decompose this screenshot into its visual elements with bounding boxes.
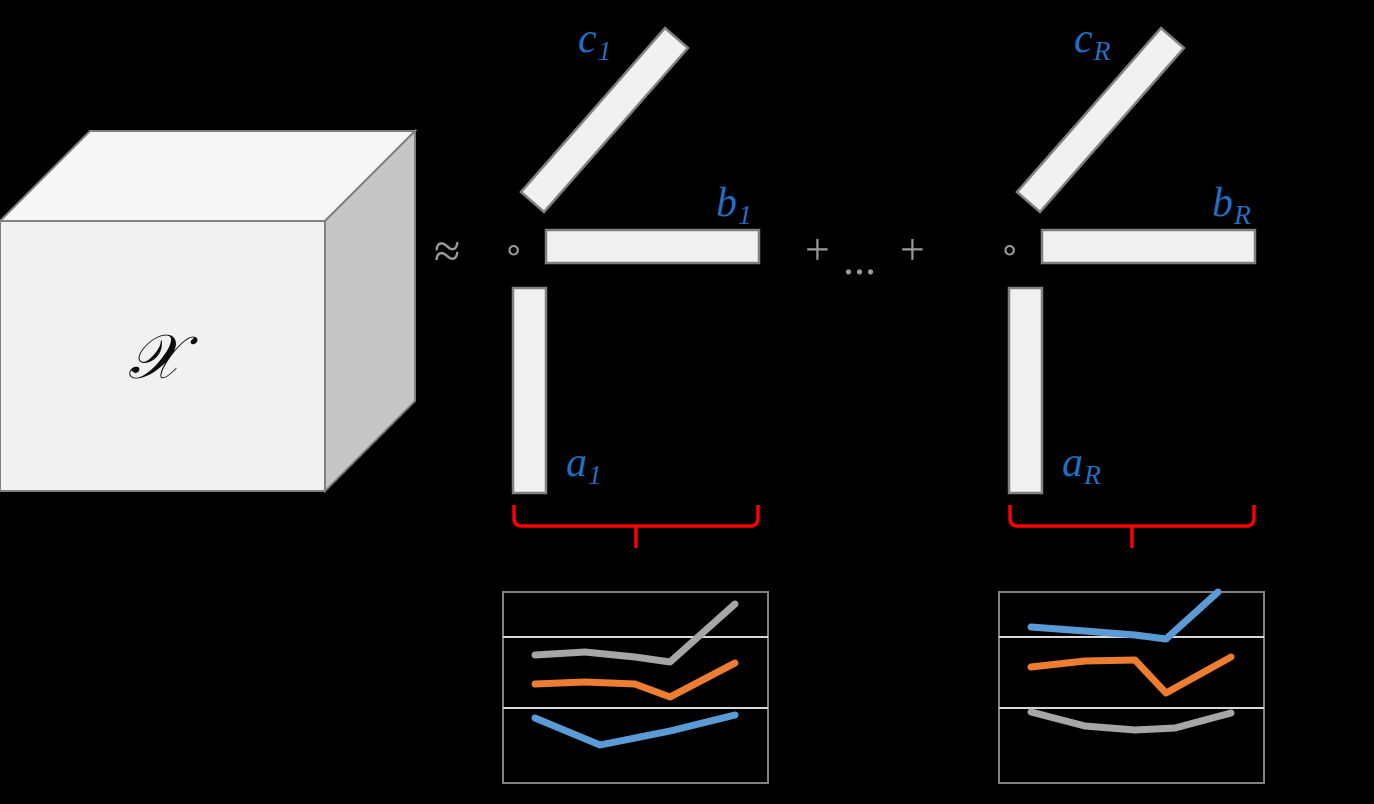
label-vector-b-1: b1 (716, 182, 752, 228)
chart-R-series-gray (1027, 708, 1235, 734)
vector-a-1-bar (511, 286, 548, 495)
vector-c-1-bar (519, 26, 690, 214)
approx-symbol: ≈ (434, 225, 461, 278)
vector-a-R-bar (1007, 286, 1044, 495)
label-c-R-base: c (1074, 16, 1093, 62)
label-vector-a-1: a1 (566, 442, 602, 488)
label-vector-a-R: aR (1062, 442, 1101, 488)
outer-product-symbol-1: ∘ (503, 232, 525, 269)
label-vector-b-R: bR (1212, 182, 1251, 228)
plus-symbol-left: + (805, 225, 830, 274)
chart-term-R (998, 588, 1265, 784)
brace-term-1 (512, 505, 760, 548)
vector-b-R-bar (1040, 228, 1257, 265)
tensor-cube (0, 128, 418, 494)
cube-front-face (0, 220, 326, 492)
label-vector-c-R: cR (1074, 18, 1111, 64)
vector-c-R-bar (1015, 26, 1186, 214)
label-c-1-sub: 1 (597, 34, 612, 66)
vector-b-1-bar (544, 228, 761, 265)
label-b-1-base: b (716, 180, 737, 226)
label-vector-c-1: c1 (578, 18, 612, 64)
rank-one-term-1 (511, 26, 761, 495)
tensor-label-X: 𝒳 (128, 324, 182, 392)
chart-1-series-gray (531, 600, 739, 666)
label-a-R-sub: R (1084, 458, 1101, 490)
label-b-1-sub: 1 (738, 198, 752, 230)
chart-term-1 (502, 591, 769, 784)
outer-product-symbol-R: ∘ (999, 232, 1021, 269)
label-b-R-sub: R (1234, 198, 1251, 230)
chart-R-frame (998, 591, 1265, 784)
brace-term-R (1008, 505, 1256, 548)
label-a-R-base: a (1062, 440, 1083, 486)
chart-R-series-orange (1027, 653, 1235, 697)
chart-1-frame (502, 591, 769, 784)
label-c-R-sub: R (1093, 34, 1111, 66)
label-c-1-base: c (578, 16, 597, 62)
chart-R-series-blue (1027, 588, 1222, 643)
label-a-1-sub: 1 (588, 458, 602, 490)
chart-1-series-orange (531, 659, 739, 701)
chart-1-series-blue (531, 711, 739, 749)
ellipsis-symbol: ... (843, 235, 876, 284)
rank-one-term-R (1007, 26, 1257, 495)
plus-symbol-right: + (900, 225, 925, 274)
label-b-R-base: b (1212, 180, 1233, 226)
label-a-1-base: a (566, 440, 587, 486)
